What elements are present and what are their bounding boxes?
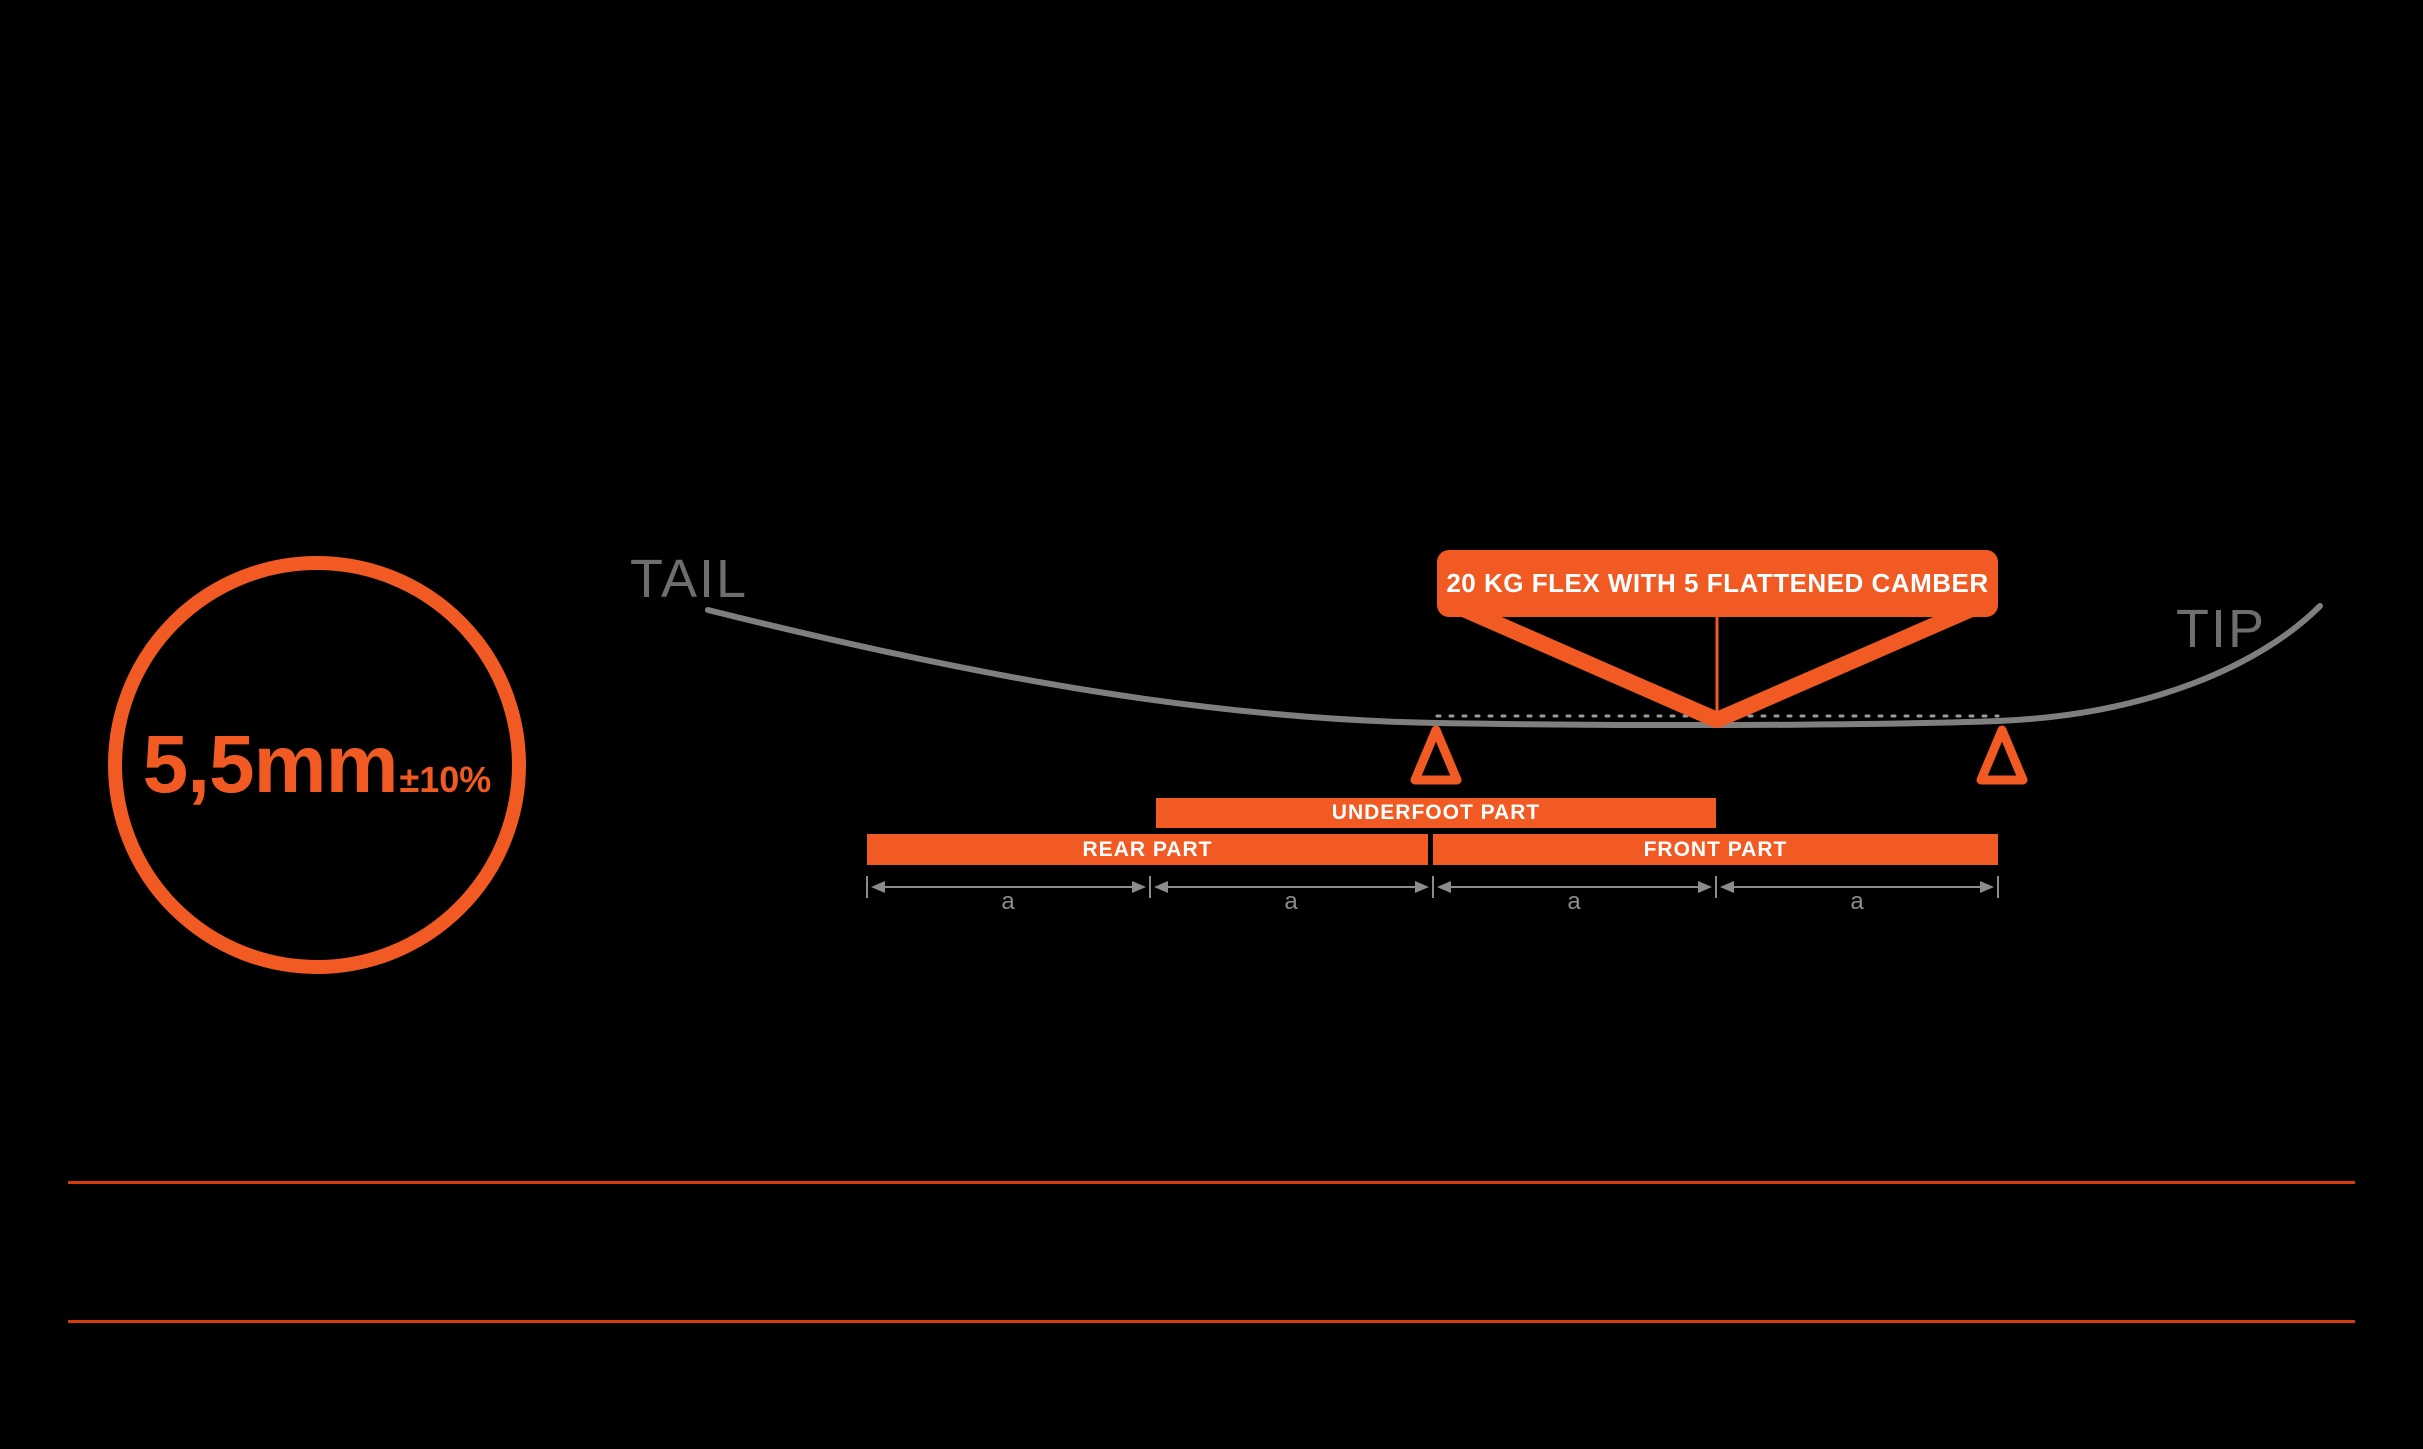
flex-callout-text: 20 KG FLEX WITH 5 FLATTENED CAMBER [1446, 568, 1989, 598]
underfoot-part-bar: UNDERFOOT PART [1156, 798, 1716, 828]
flex-tolerance-text: 5,5mm ±10% [143, 718, 492, 812]
ski-profile-curve [705, 603, 2323, 729]
divider-line-top [68, 1181, 2355, 1184]
rear-part-bar: REAR PART [867, 834, 1428, 865]
flex-tolerance-circle: 5,5mm ±10% [108, 556, 526, 974]
segment-label-a-2: a [1284, 888, 1298, 915]
rear-part-label: REAR PART [1082, 837, 1213, 861]
flex-value: 5,5mm [142, 719, 399, 810]
callout-pointer [1444, 596, 1991, 728]
measure-triangle-right-icon [1976, 725, 2028, 785]
underfoot-part-label: UNDERFOOT PART [1331, 801, 1541, 824]
segment-label-a-1: a [1001, 888, 1015, 915]
front-part-label: FRONT PART [1643, 837, 1788, 861]
segment-label-a-4: a [1850, 888, 1864, 915]
dimension-ticks [866, 876, 1999, 898]
tail-label: TAIL [630, 549, 749, 609]
segment-label-a-3: a [1567, 888, 1581, 915]
front-part-bar: FRONT PART [1433, 834, 1998, 865]
tip-label: TIP [2176, 599, 2267, 659]
divider-line-bottom [68, 1320, 2355, 1323]
flex-callout-banner: 20 KG FLEX WITH 5 FLATTENED CAMBER [1437, 550, 1998, 617]
measure-triangle-left-icon [1410, 725, 1462, 785]
flex-tolerance: ±10% [399, 759, 492, 800]
dimension-arrows [871, 881, 1994, 893]
